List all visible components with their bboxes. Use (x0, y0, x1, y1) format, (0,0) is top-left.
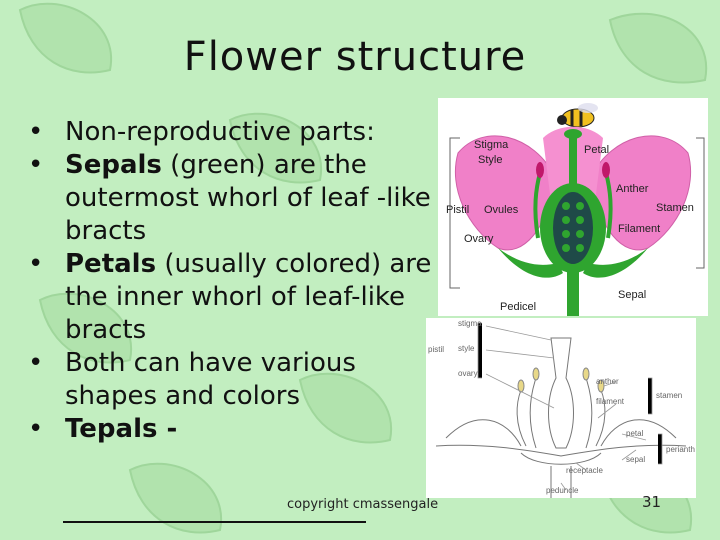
bullet-item: •Sepals (green) are the outermost whorl … (28, 150, 431, 246)
label-ovules: Ovules (484, 204, 519, 216)
label-stamen: Stamen (656, 202, 694, 214)
label-perianth: perianth (666, 445, 695, 454)
label-petal: petal (626, 429, 644, 438)
label-style: Style (478, 154, 502, 166)
flower-diagram-colored: Stigma Style Petal Anther Stamen Pistil … (438, 98, 708, 316)
fill-in-blank-line (63, 521, 366, 523)
label-ovary: ovary (458, 369, 478, 378)
flower-diagram-line: stigma style pistil ovary anther stamen … (426, 318, 696, 498)
label-stamen: stamen (656, 391, 682, 400)
label-stigma: stigma (458, 319, 482, 328)
flower-illustration-colored: Stigma Style Petal Anther Stamen Pistil … (446, 103, 705, 316)
slide-title: Flower structure (183, 34, 527, 80)
label-pistil: pistil (428, 345, 444, 354)
bullet-item: •Petals (usually colored) are the inner … (28, 249, 432, 345)
label-peduncle: peduncle (546, 486, 579, 495)
copyright-text: copyright cmassengale (287, 497, 439, 512)
bullet-item: •Non-reproductive parts: (28, 117, 375, 147)
label-filament: filament (596, 397, 625, 406)
label-pedicel: Pedicel (500, 301, 536, 313)
label-sepal: Sepal (618, 289, 646, 301)
bee-icon (557, 103, 598, 128)
label-filament: Filament (618, 223, 660, 235)
label-style: style (458, 344, 475, 353)
label-ovary: Ovary (464, 233, 494, 245)
label-anther: Anther (616, 183, 649, 195)
label-petal: Petal (584, 144, 609, 156)
flower-illustration-line: stigma style pistil ovary anther stamen … (428, 319, 695, 498)
bullet-text: (green) are the outermost whorl of leaf … (65, 150, 431, 246)
bullet-list: •Non-reproductive parts: •Sepals (green)… (28, 116, 448, 446)
label-anther: anther (596, 377, 619, 386)
bullet-bold: Sepals (65, 150, 162, 180)
bullet-text: (usually colored) are the inner whorl of… (65, 249, 432, 345)
bullet-item: •Both can have various shapes and colors (28, 348, 356, 411)
bullet-bold: Petals (65, 249, 157, 279)
bullet-bold: Tepals - (65, 414, 178, 444)
page-number: 31 (642, 493, 662, 511)
label-receptacle: receptacle (566, 466, 603, 475)
bullet-item: •Tepals - (28, 414, 178, 444)
bullet-text: Both can have various shapes and colors (65, 348, 356, 411)
label-pistil: Pistil (446, 204, 469, 216)
bullet-text: Non-reproductive parts: (65, 117, 375, 147)
label-sepal: sepal (626, 455, 645, 464)
label-stigma: Stigma (474, 139, 509, 151)
